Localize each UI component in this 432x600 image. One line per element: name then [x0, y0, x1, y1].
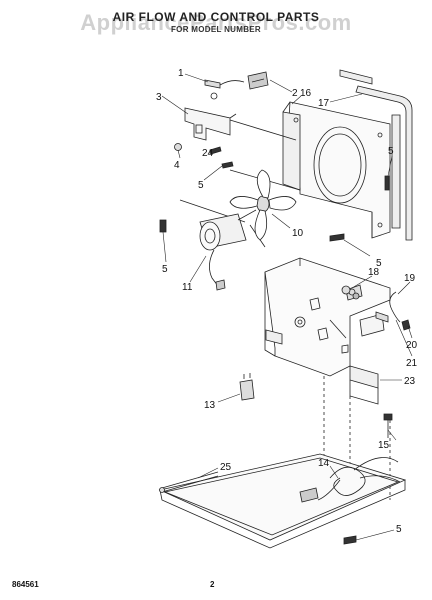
callout-10: 10 — [292, 228, 304, 239]
callout-1: 1 — [178, 68, 184, 79]
diagram-title: AIR FLOW AND CONTROL PARTS — [112, 10, 320, 24]
callout-25: 25 — [220, 462, 232, 473]
connector-2 — [247, 71, 269, 90]
callout-23: 23 — [404, 376, 416, 387]
callout-4: 4 — [174, 160, 180, 171]
callout-24: 24 — [202, 148, 214, 159]
callout-15: 15 — [378, 440, 390, 451]
callout-2: 2 — [292, 88, 298, 99]
wire-harness-14 — [299, 457, 401, 503]
watermark: AppliancePartsPros.com — [80, 10, 352, 35]
control-bracket-3 — [184, 107, 237, 141]
screw-5-bottom — [343, 535, 357, 545]
callout-5-b: 5 — [388, 146, 394, 157]
fan-motor-11 — [199, 209, 257, 291]
callout-18: 18 — [368, 267, 380, 278]
wire-parts-19-21 — [375, 291, 411, 331]
fan-shroud-16 — [282, 101, 391, 239]
callout-13: 13 — [204, 400, 216, 411]
gasket-strip-17 — [339, 69, 413, 241]
callout-5-c: 5 — [376, 258, 382, 269]
component-13 — [239, 373, 255, 401]
callout-20: 20 — [406, 340, 418, 351]
callout-16: 16 — [300, 88, 312, 99]
fan-blade-10 — [229, 169, 297, 241]
callout-19: 19 — [404, 273, 416, 284]
leader-lines — [161, 73, 413, 541]
rod-25 — [159, 471, 219, 493]
callout-17: 17 — [318, 98, 330, 109]
thermistor-1 — [204, 79, 245, 100]
diagram-subtitle: FOR MODEL NUMBER — [171, 25, 261, 34]
shroud-screws — [159, 175, 390, 242]
callout-11: 11 — [182, 282, 193, 293]
page-number: 2 — [210, 580, 215, 589]
drawing-code: 864561 — [12, 580, 39, 589]
callout-5-a: 5 — [198, 180, 204, 191]
callout-5-e: 5 — [396, 524, 402, 535]
screws-18 — [341, 285, 360, 300]
callout-5-d: 5 — [162, 264, 168, 275]
callouts: 1 2 3 16 17 4 24 5 5 10 5 5 11 18 19 20 … — [156, 68, 418, 535]
callout-21: 21 — [406, 358, 418, 369]
callout-14: 14 — [318, 458, 330, 469]
base-pan — [158, 453, 407, 549]
screw-15 — [383, 413, 393, 438]
bracket-23 — [349, 313, 385, 405]
screws-upper-left — [174, 143, 234, 169]
callout-3: 3 — [156, 92, 162, 103]
